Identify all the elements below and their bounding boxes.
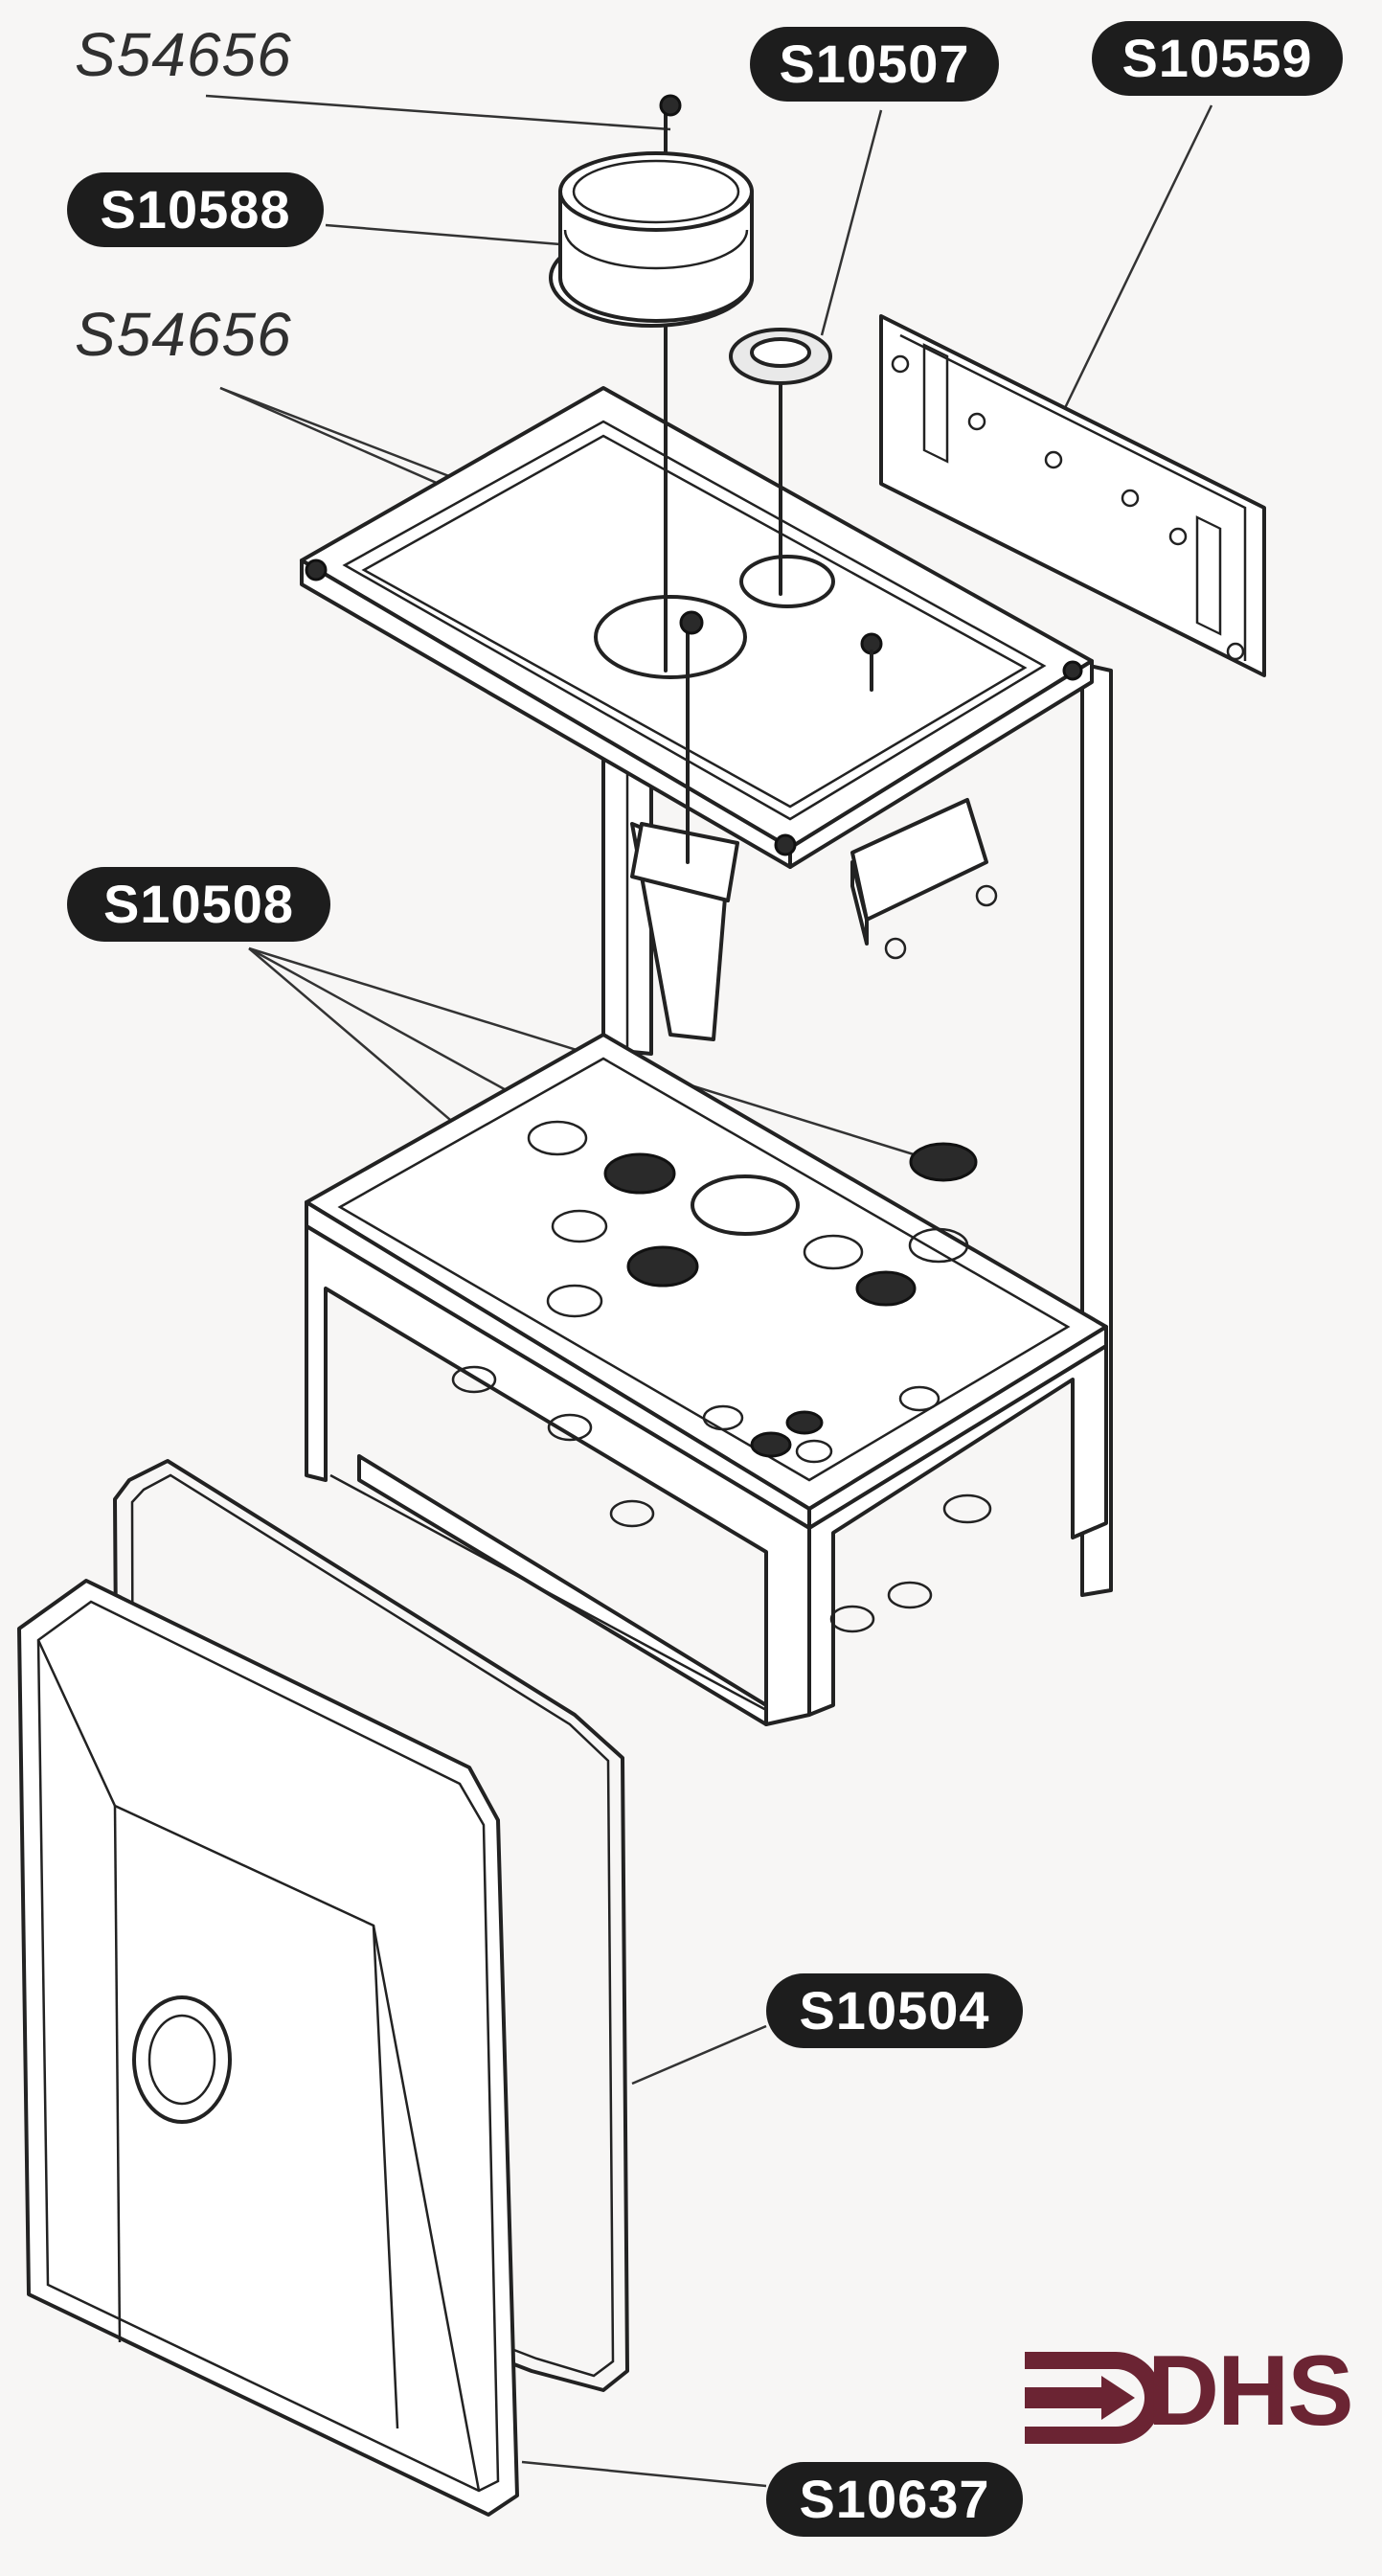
part-label-s10637: S10637	[766, 2462, 1023, 2537]
part-label-s10508: S10508	[67, 867, 330, 942]
part-label-s54656-top: S54656	[75, 20, 292, 89]
part-label-s10507: S10507	[750, 27, 999, 102]
front-cover	[17, 1579, 519, 2517]
mounting-bracket	[850, 798, 998, 960]
part-label-s10559: S10559	[1092, 21, 1343, 96]
screw	[860, 632, 883, 692]
dhs-logo-text: DHS	[1147, 2336, 1354, 2447]
top-grommet	[729, 328, 832, 385]
part-label-s10504: S10504	[766, 1973, 1023, 2048]
dhs-logo-mark	[1025, 2352, 1162, 2444]
part-label-s54656-mid: S54656	[75, 300, 292, 369]
part-label-s10588: S10588	[67, 172, 324, 247]
base-tray	[305, 1033, 1108, 1726]
flue-collar	[549, 151, 754, 328]
wall-bracket	[879, 314, 1266, 677]
